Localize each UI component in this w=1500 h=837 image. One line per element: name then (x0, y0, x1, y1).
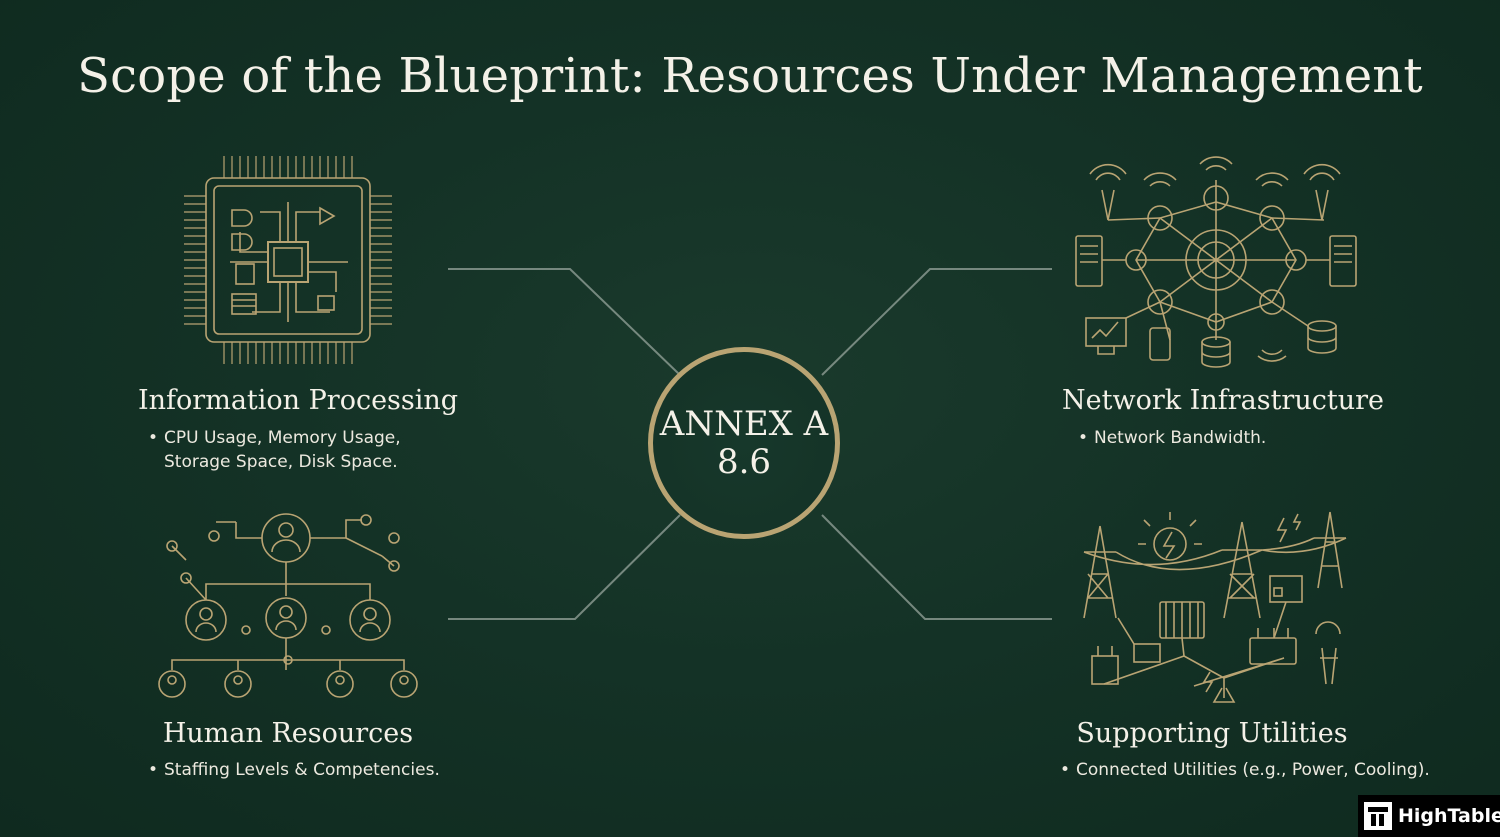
cpu-chip-icon (184, 156, 392, 364)
bullet-item: Staffing Levels & Competencies. (144, 758, 464, 782)
logo-text: HighTable (1398, 805, 1500, 827)
bullets-human-resources: Staffing Levels & Competencies. (144, 758, 464, 782)
heading-information-processing: Information Processing (138, 385, 459, 416)
heading-supporting-utilities: Supporting Utilities (1076, 718, 1348, 749)
connector-information-processing (448, 268, 681, 376)
network-mesh-icon (1075, 156, 1357, 368)
page-title: Scope of the Blueprint: Resources Under … (77, 48, 1423, 104)
bullet-text: Staffing Levels & Competencies. (164, 760, 440, 780)
connector-human-resources (448, 514, 681, 620)
bullet-text: CPU Usage, Memory Usage, (164, 428, 401, 448)
bullets-supporting-utilities: Connected Utilities (e.g., Power, Coolin… (1056, 758, 1456, 782)
hightable-mark-icon (1364, 802, 1392, 830)
bullets-information-processing: CPU Usage, Memory Usage, Storage Space, D… (144, 426, 434, 474)
annex-hub-circle: ANNEX A 8.6 (648, 347, 840, 539)
bullet-item: Network Bandwidth. (1074, 426, 1354, 450)
org-chart-icon (158, 513, 418, 698)
heading-network-infrastructure: Network Infrastructure (1062, 385, 1384, 416)
bullets-network-infrastructure: Network Bandwidth. (1074, 426, 1354, 450)
hub-line-1: ANNEX A (659, 404, 829, 444)
bullet-text: Connected Utilities (e.g., Power, Coolin… (1076, 760, 1430, 780)
hightable-logo: HighTable ® (1358, 795, 1500, 837)
connector-network-infrastructure (821, 268, 1052, 376)
bullet-text: Storage Space, Disk Space. (164, 452, 398, 472)
bullet-item: Connected Utilities (e.g., Power, Coolin… (1056, 758, 1456, 782)
connector-supporting-utilities (821, 514, 1052, 620)
hub-line-2: 8.6 (716, 442, 772, 482)
heading-human-resources: Human Resources (162, 718, 414, 749)
bullet-item: CPU Usage, Memory Usage, Storage Space, D… (144, 426, 434, 474)
bullet-text: Network Bandwidth. (1094, 428, 1267, 448)
power-grid-icon (1083, 511, 1347, 703)
